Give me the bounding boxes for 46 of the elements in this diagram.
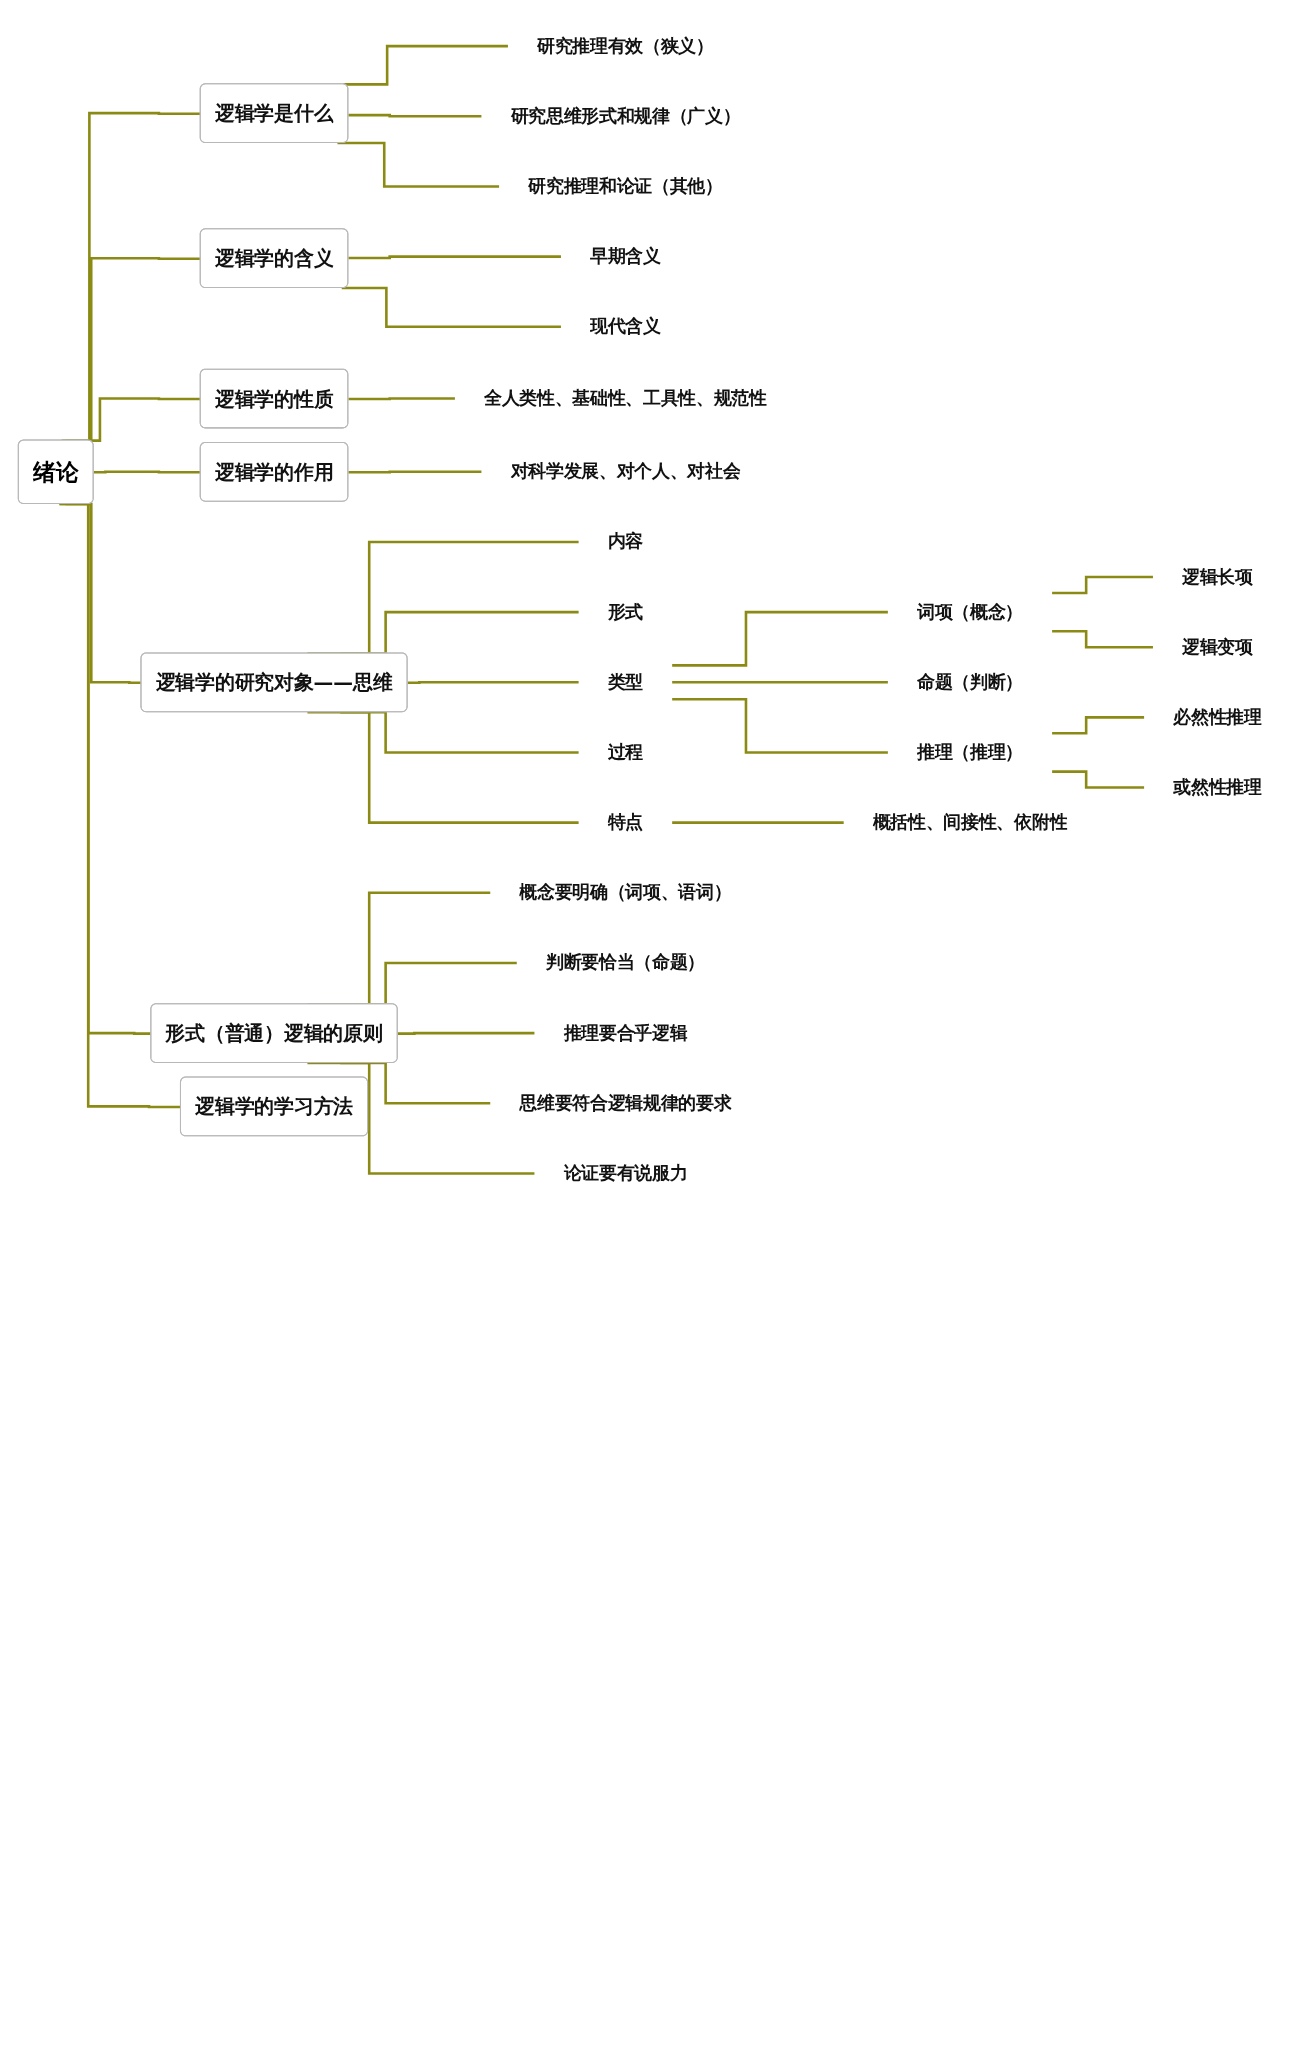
connector [307, 1061, 535, 1175]
node-text: 特点 [607, 811, 644, 833]
connector [1052, 770, 1145, 789]
connector [672, 681, 888, 684]
node-text: 逻辑长项 [1182, 565, 1253, 587]
node-text: 研究推理和论证（其他） [528, 175, 723, 197]
connector [397, 1031, 535, 1035]
node-text: 思维要符合逻辑规律的要求 [519, 1092, 732, 1113]
node-text: 逻辑变项 [1182, 636, 1253, 657]
connector [348, 470, 482, 474]
connector [337, 141, 500, 188]
node-text: 推理（推理） [916, 741, 1024, 763]
node-text: 命题（判断） [916, 671, 1024, 692]
connector [348, 255, 561, 260]
connector [343, 44, 508, 86]
connector [93, 470, 201, 474]
node-text: 现代含义 [590, 315, 661, 337]
connector [672, 697, 888, 754]
connector [59, 502, 181, 1109]
connector [672, 821, 844, 824]
node-text: 研究推理有效（狭义） [537, 34, 714, 56]
node-text: 形式 [607, 600, 644, 622]
node-text: 论证要有说服力 [563, 1162, 688, 1184]
node-text: 早期含义 [590, 245, 661, 267]
node-text: 概括性、间接性、依附性 [872, 811, 1068, 833]
node-text: 推理要合乎逻辑 [563, 1021, 688, 1043]
connector [307, 710, 579, 824]
node-text: 判断要恰当（命题） [545, 951, 705, 973]
connector [672, 610, 888, 667]
node-text: 类型 [607, 671, 644, 692]
node-text: 词项（概念） [916, 600, 1024, 622]
node-text: 概念要明确（词项、语词） [519, 881, 732, 903]
connector [1052, 716, 1145, 735]
connector [1052, 575, 1153, 595]
node-text: 或然性推理 [1173, 776, 1262, 798]
node-text: 过程 [607, 741, 644, 763]
node-text: 全人类性、基础性、工具性、规范性 [484, 387, 767, 409]
connector [1052, 630, 1153, 649]
connector [407, 681, 579, 685]
node-text: 必然性推理 [1173, 706, 1262, 727]
node-text: 内容 [607, 530, 644, 552]
connector [348, 397, 455, 401]
connector [341, 286, 561, 329]
connector [348, 113, 482, 118]
node-text: 研究思维形式和规律（广义） [510, 105, 741, 126]
node-text: 对科学发展、对个人、对社会 [510, 460, 741, 482]
